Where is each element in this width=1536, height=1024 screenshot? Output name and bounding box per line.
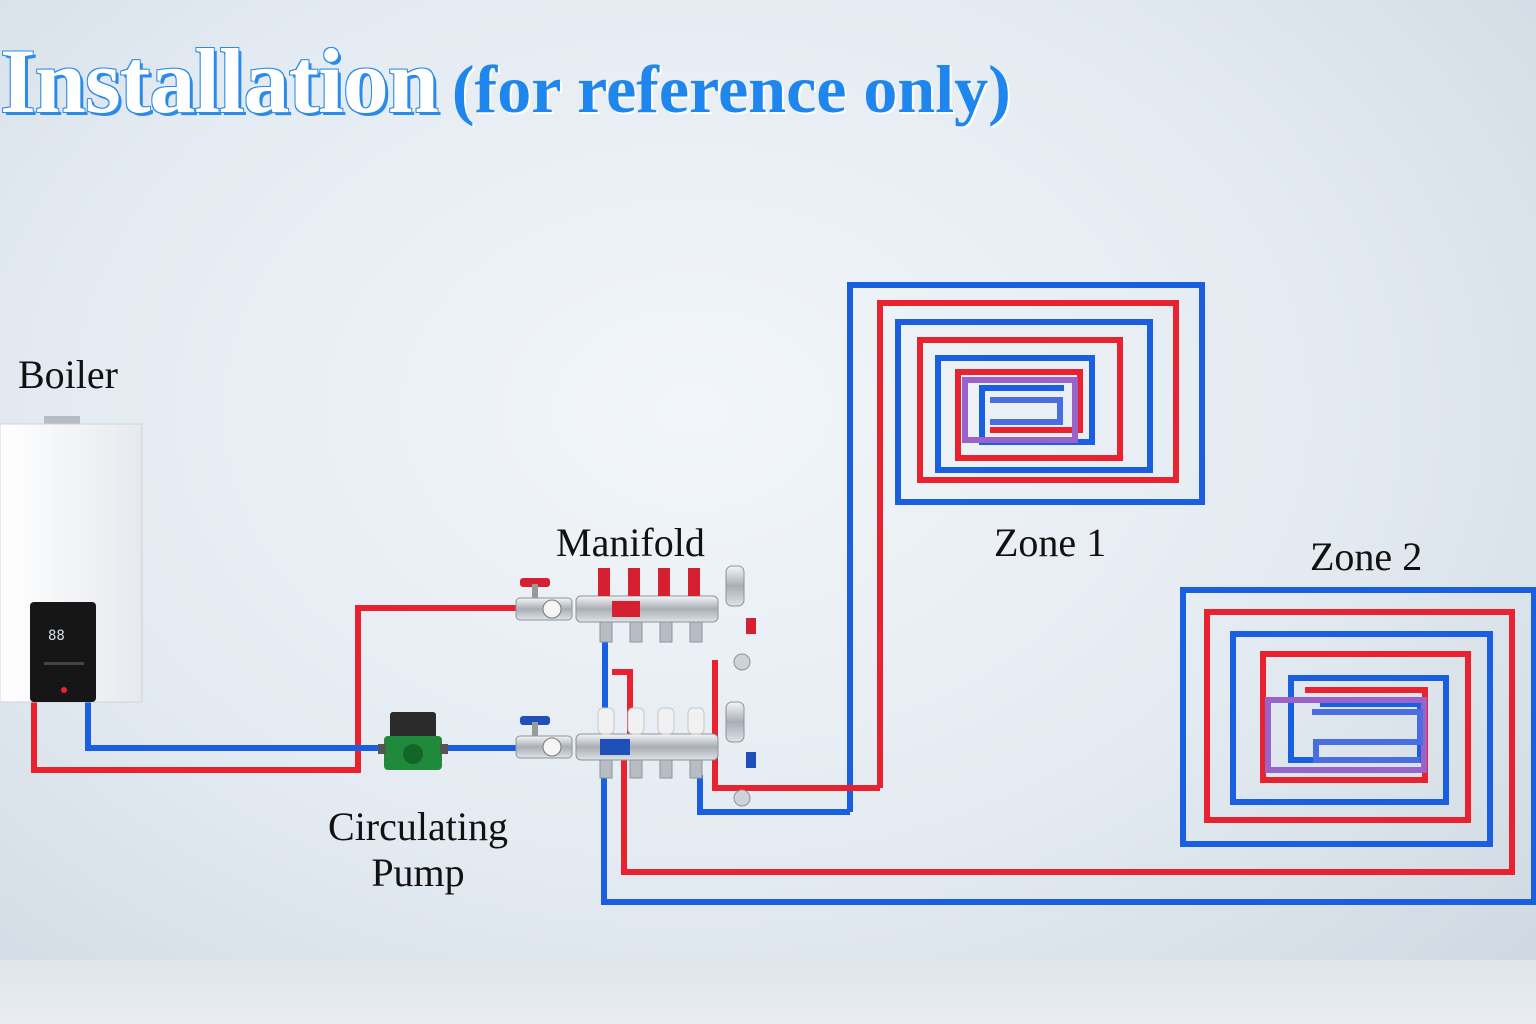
zone-2-core-inner bbox=[1312, 709, 1423, 763]
pump-label-line-2: Pump bbox=[371, 850, 465, 895]
zone-2-loop bbox=[601, 587, 1536, 905]
pump-label: Circulating Pump bbox=[326, 804, 510, 896]
zone-2-supply-outer bbox=[621, 609, 1515, 875]
boiler-piping bbox=[31, 605, 880, 815]
zone-1-label: Zone 1 bbox=[994, 520, 1107, 565]
boiler-display: 88 bbox=[48, 628, 65, 644]
manifold-icon bbox=[575, 565, 756, 807]
boiler-icon: 88 bbox=[0, 416, 143, 703]
circulating-pump-icon[interactable] bbox=[378, 712, 448, 770]
pump-label-line-1: Circulating bbox=[328, 804, 508, 849]
zone-2-return-outer bbox=[601, 587, 1536, 905]
zone-2-core bbox=[1265, 697, 1427, 773]
floor bbox=[0, 960, 1536, 1024]
zone-1-core-inner bbox=[990, 397, 1063, 425]
valve-icon[interactable] bbox=[515, 716, 573, 759]
boiler-label: Boiler bbox=[18, 352, 118, 397]
return-pipe-manifold-to-boiler bbox=[85, 700, 522, 751]
valve-icon[interactable] bbox=[515, 578, 573, 621]
title-subtitle: (for reference only) bbox=[451, 51, 1011, 127]
zone-2-label: Zone 2 bbox=[1310, 534, 1423, 579]
manifold-label: Manifold bbox=[556, 520, 705, 565]
zone-1-supply-outer bbox=[877, 300, 1179, 788]
supply-pipe-boiler-to-manifold bbox=[31, 605, 522, 773]
zone-1-return-link bbox=[697, 775, 850, 815]
zone-1-supply-link bbox=[712, 660, 880, 791]
page-title: Installation(for reference only) bbox=[0, 28, 1011, 134]
zone-1-core bbox=[962, 377, 1078, 443]
title-main: Installation bbox=[0, 30, 439, 132]
zone-1-loop bbox=[847, 282, 1205, 812]
